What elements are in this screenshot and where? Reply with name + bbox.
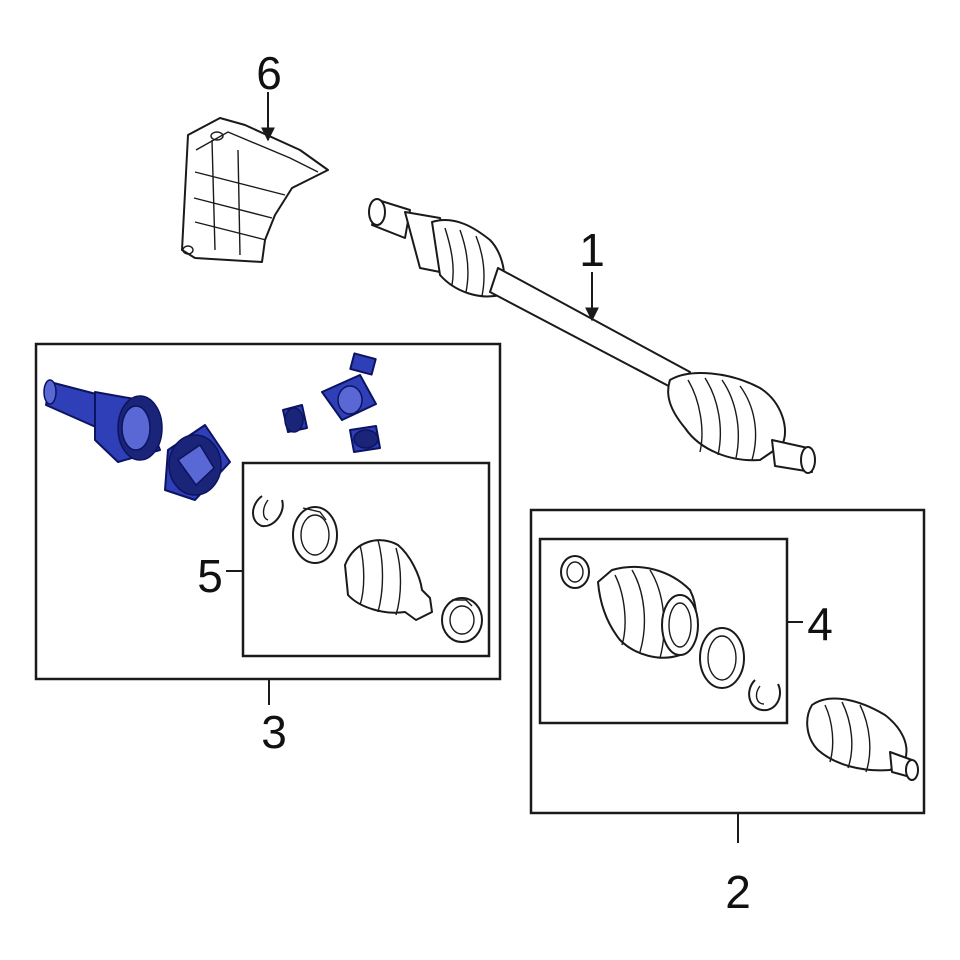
part-4-boot-kit[interactable] <box>560 555 781 712</box>
part-6-heat-shield[interactable] <box>181 117 329 263</box>
callout-1: 1 <box>579 224 605 276</box>
kit-2-frame <box>529 508 926 815</box>
kit-4-frame <box>538 537 789 725</box>
callout-3: 3 <box>261 706 287 758</box>
callout-6: 6 <box>256 47 282 99</box>
part-3-inner-cv-joint[interactable] <box>43 379 163 463</box>
part-2-outer-cv-joint[interactable] <box>806 697 919 781</box>
callout-5: 5 <box>197 550 223 602</box>
part-3-tripod-rollers[interactable] <box>282 352 381 453</box>
callout-2: 2 <box>725 866 751 918</box>
callout-4: 4 <box>807 598 833 650</box>
part-5-boot-kit[interactable] <box>252 495 483 643</box>
kit-3-frame <box>34 342 502 681</box>
part-1-axle-shaft[interactable] <box>368 198 816 474</box>
kit-5-frame <box>241 461 491 658</box>
part-3-tripod-housing[interactable] <box>164 424 231 501</box>
